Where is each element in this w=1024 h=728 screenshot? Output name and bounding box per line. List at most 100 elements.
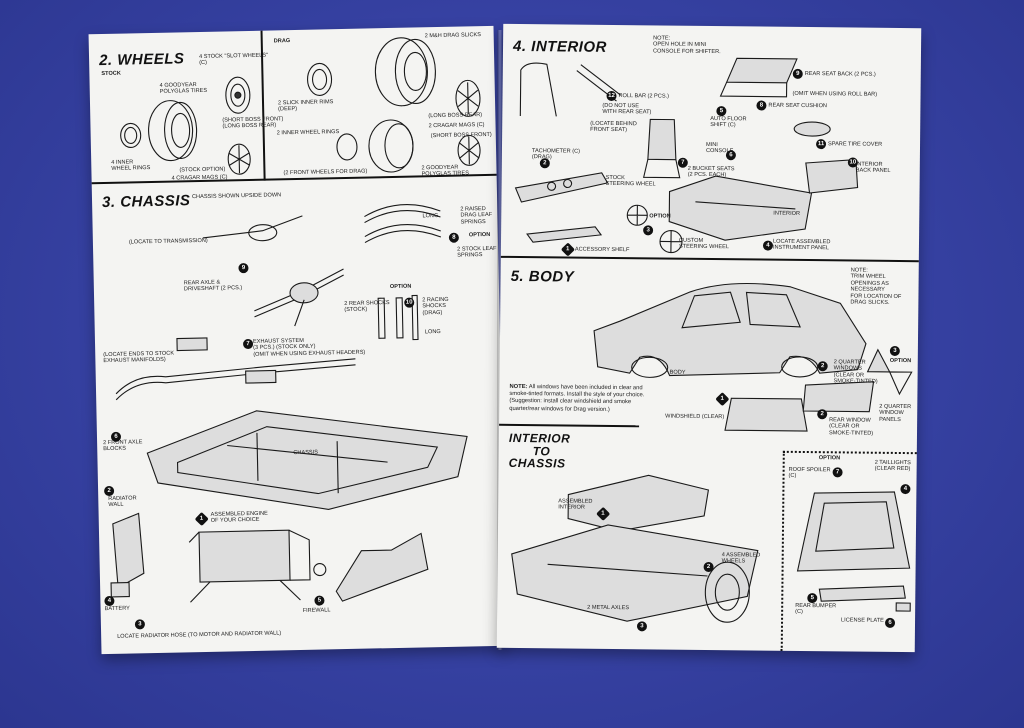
body-title: 5. BODY [510, 267, 575, 286]
firewall-label: FIREWALL [302, 607, 331, 614]
step-number: 6 [884, 617, 896, 628]
polyglas-label: 4 GOODYEAR POLYGLAS TIRES [159, 82, 208, 96]
short-boss-front-label: (Short Boss Front) [430, 131, 492, 140]
slot-wheel-drawing [225, 76, 251, 114]
step-number: 7 [832, 467, 843, 478]
inner-wheel-rings-label: 2 INNER WHEEL RINGS [276, 129, 340, 137]
leaf-springs-drawing [364, 204, 442, 244]
firewall-drawing [335, 532, 429, 602]
option-label: OPTION [468, 231, 491, 239]
stock-label: STOCK [101, 70, 121, 78]
stock-option-label: (Stock option) [179, 166, 226, 174]
cragar-mags-2-label: 2 CRAGAR MAGS (C) [428, 122, 485, 130]
bucket-seats-label: 2 BUCKET SEATS (2 pcs. each) [687, 165, 735, 179]
rear-axle-drawing [254, 268, 344, 327]
rear-shocks-label: 2 REAR SHOCKS (Stock) [344, 300, 390, 314]
rear-bumper-label: REAR BUMPER (C) [795, 602, 837, 616]
hatchback-rear-drawing [796, 491, 911, 572]
accessory-shelf-label: ACCESSORY SHELF [574, 246, 630, 254]
step-number: 6 [725, 150, 736, 161]
short-boss-label: (Short Boss Front) (Long Boss Rear) [222, 116, 284, 130]
quarter-window-drawing [866, 348, 891, 373]
drag-label: DRAG [273, 38, 291, 45]
step-number: 3 [889, 345, 900, 356]
long2-label: LONG [424, 328, 441, 336]
bucket-seat-drawing [642, 118, 681, 179]
step-number: 2 [104, 485, 115, 497]
battery-label: BATTERY [104, 605, 130, 613]
radiator-wall-drawing [112, 512, 145, 589]
quarter-windows-label: 2 QUARTER WINDOWS (Clear or Smoke-Tinted… [833, 359, 878, 386]
step-number: 10 [847, 157, 858, 168]
interior-back-label: INTERIOR BACK PANEL [855, 161, 891, 175]
do-not-use-label: (Do not use with rear seat) [602, 102, 652, 116]
drag-slick-drawing [374, 37, 436, 107]
stock-tire-drawing [120, 100, 198, 162]
windshield-label: WINDSHIELD (Clear) [665, 413, 725, 421]
rear-window-drawing [802, 381, 875, 413]
metal-axles-label: 2 METAL AXLES [587, 604, 630, 612]
slick-inner-rims-label: 2 SLICK INNER RIMS (Deep) [277, 99, 334, 113]
interior-title: 4. INTERIOR [512, 37, 607, 56]
step-number: 4 [762, 240, 774, 251]
step-number: 11 [815, 139, 827, 150]
roll-bar-label: ROLL BAR (2 pcs.) [618, 93, 670, 100]
shocks-drawing [377, 294, 419, 341]
rear-bumper-drawing [818, 585, 906, 602]
wheels-title: 2. WHEELS [98, 50, 185, 70]
step-number: 5 [716, 106, 727, 117]
steering-wheels-drawing [626, 204, 683, 254]
interior-label: INTERIOR [773, 210, 801, 217]
raised-drag-label: 2 RAISED DRAG LEAF SPRINGS [460, 206, 493, 226]
locate-transmission-label: (Locate to transmission) [128, 237, 208, 246]
shock-option-label: OPTION [389, 283, 412, 291]
slot-wheels-label: 4 STOCK "SLOT WHEELS" (C) [198, 52, 269, 67]
interior-tub-drawing [668, 175, 813, 241]
right-instruction-page: 4. INTERIOR NOTE: Open hole in mini cons… [496, 23, 922, 653]
rear-seat-cushion-label: REAR SEAT CUSHION [768, 102, 828, 110]
car-body-drawing [593, 282, 867, 378]
step-number: 3 [636, 621, 648, 632]
battery-drawing [110, 582, 130, 598]
body-label: BODY [669, 369, 686, 376]
windows-note: NOTE: All windows have been included in … [509, 384, 649, 414]
tachometer-label: TACHOMETER (C) (Drag) [531, 148, 581, 161]
step-number: 3 [643, 225, 654, 236]
step-number: 12 [606, 90, 617, 102]
dotted-divider [780, 450, 785, 651]
locate-behind-label: (Locate behind front seat) [590, 120, 637, 134]
chassis-title: 3. CHASSIS [101, 192, 191, 212]
chassis-subtitle: CHASSIS SHOWN UPSIDE DOWN [191, 192, 282, 201]
roof-spoiler-label: ROOF SPOILER (C) [788, 466, 831, 480]
auto-floor-label: AUTO FLOOR SHIFT (C) [710, 116, 747, 129]
step-number: 4 [900, 484, 911, 495]
stock-wheel-label: STOCK STEERING WHEEL [605, 174, 656, 188]
front-drag-tire-drawing [336, 119, 414, 173]
step-number: 2 [817, 409, 828, 420]
quarter-panels-label: 2 QUARTER WINDOW PANELS [879, 403, 912, 423]
exhaust-system-drawing [115, 337, 356, 401]
step-number: 8 [448, 232, 459, 243]
locate-ends-label: (Locate ends to stock exhaust manifolds) [103, 350, 175, 365]
spare-tire-label: SPARE TIRE COVER [828, 141, 883, 148]
rear-seat-back-label: REAR SEAT BACK (2 pcs.) [804, 70, 876, 78]
omit-roll-bar-label: (Omit when using roll bar) [792, 90, 878, 98]
drag-mag-front-drawing [457, 134, 481, 166]
assembled-engine-label: ASSEMBLED ENGINE OF YOUR CHOICE [210, 510, 268, 525]
exhaust-label: EXHAUST SYSTEM (3 pcs.) (Stock only) (Om… [252, 337, 366, 358]
step-number: 3 [134, 619, 146, 630]
transmission-crossmember-drawing [202, 215, 303, 242]
seat-cushion-drawing [793, 121, 831, 137]
step-number: 2 [539, 158, 550, 169]
taillights-label: 2 TAILLIGHTS (Clear Red) [874, 459, 911, 473]
step-number: 2 [703, 561, 714, 573]
goodyear-2-label: 2 GOODYEAR POLYGLAS TIRES [421, 164, 469, 178]
section-divider [500, 255, 919, 263]
body-option-label: OPTION [889, 357, 912, 365]
step-number: 9 [792, 68, 803, 79]
step-number: 2 [817, 361, 828, 372]
step-number: 4 [104, 595, 115, 607]
quarter-panel-drawing [888, 371, 913, 396]
instrument-panel-drawing [514, 172, 609, 203]
section-divider [499, 423, 640, 428]
